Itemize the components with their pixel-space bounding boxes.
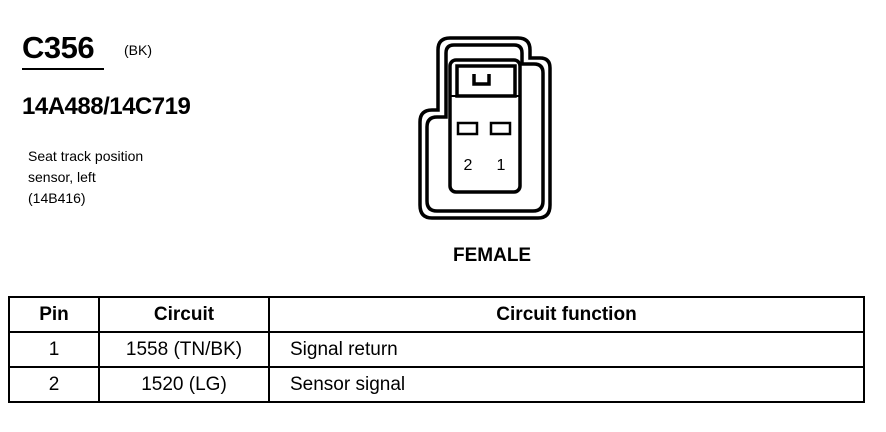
header-circuit: Circuit: [98, 296, 270, 333]
connector-housing: [448, 58, 522, 194]
description-line: Seat track position: [28, 148, 144, 164]
connector-face-diagram: 2 1: [418, 36, 552, 220]
circuit-function-cell: Sensor signal: [268, 366, 865, 403]
pinout-table: Pin Circuit Circuit function 1 1558 (TN/…: [8, 296, 865, 403]
description-line: (14B416): [28, 190, 86, 206]
table-row: 2 1520 (LG) Sensor signal: [8, 366, 865, 403]
locking-tab: [455, 64, 517, 98]
pin-label-1: 1: [497, 157, 506, 174]
connector-inner-shell: [425, 43, 545, 213]
header-circuit-function: Circuit function: [268, 296, 865, 333]
pin-cavity-1: [489, 121, 512, 136]
pin-cavity-2: [456, 121, 479, 136]
table-row: 1 1558 (TN/BK) Signal return: [8, 331, 865, 368]
pin-cell: 2: [8, 366, 100, 403]
connector-id-underline: [22, 68, 104, 70]
circuit-cell: 1558 (TN/BK): [98, 331, 270, 368]
connector-color: (BK): [124, 42, 152, 58]
circuit-function-cell: Signal return: [268, 331, 865, 368]
connector-id: C356: [22, 30, 95, 65]
part-numbers: 14A488/14C719: [22, 93, 191, 120]
connector-outer-shell: [418, 36, 552, 220]
connector-gender-label: FEMALE: [453, 245, 532, 266]
circuit-cell: 1520 (LG): [98, 366, 270, 403]
header-pin: Pin: [8, 296, 100, 333]
table-header-row: Pin Circuit Circuit function: [8, 296, 865, 333]
pin-label-2: 2: [464, 157, 473, 174]
description-line: sensor, left: [28, 169, 96, 185]
pin-cell: 1: [8, 331, 100, 368]
